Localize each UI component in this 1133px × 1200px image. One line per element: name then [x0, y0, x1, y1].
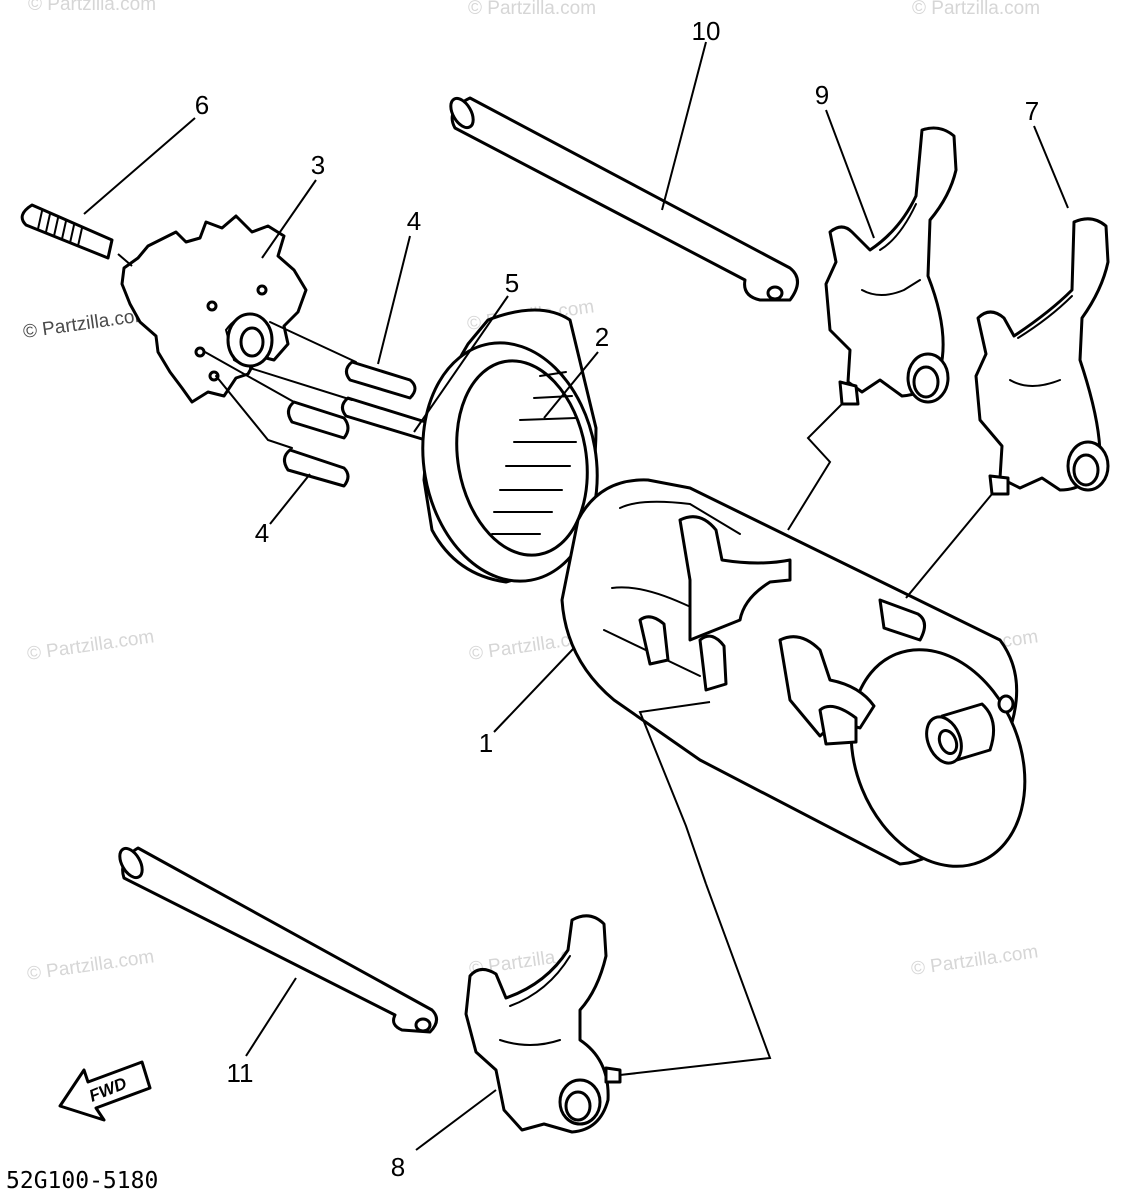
guide-bar-upper[interactable]: [446, 95, 799, 302]
callout-labels: 6 3 4 5 2 4 10 9 7 1 11 8: [195, 16, 1039, 1182]
callout-6: 6: [195, 90, 209, 120]
shift-fork-9[interactable]: [824, 126, 958, 406]
watermark-6: © Partzilla.com: [26, 626, 156, 665]
watermark-3: © Partzilla.com: [912, 0, 1040, 19]
callout-4-lower: 4: [255, 518, 269, 548]
pin-upper[interactable]: [345, 360, 417, 400]
fork-cam-connection-lines: [117, 253, 993, 1076]
fwd-arrow: FWD: [58, 1060, 152, 1122]
callout-10: 10: [692, 16, 721, 46]
assembly-lines-pins: [204, 321, 357, 449]
watermark-9: © Partzilla.com: [26, 946, 156, 985]
screw[interactable]: [20, 203, 114, 260]
callout-4-upper: 4: [407, 206, 421, 236]
watermark-2: © Partzilla.com: [468, 0, 596, 19]
watermark-1: © Partzilla.com: [28, 0, 156, 15]
shift-cam[interactable]: [560, 478, 1056, 893]
bearing[interactable]: [404, 308, 615, 595]
callout-3: 3: [311, 150, 325, 180]
shift-segment[interactable]: [120, 214, 308, 404]
shift-fork-8[interactable]: [464, 914, 622, 1134]
callout-leaders: [83, 41, 1069, 1151]
callout-9: 9: [815, 80, 829, 110]
callout-11: 11: [227, 1058, 254, 1088]
callout-5: 5: [505, 268, 519, 298]
diagram-code: 52G100-5180: [6, 1168, 158, 1194]
guide-bar-lower[interactable]: [115, 845, 438, 1034]
callout-2: 2: [595, 322, 609, 352]
callout-1: 1: [479, 728, 493, 758]
shift-fork-7[interactable]: [974, 217, 1110, 496]
callout-7: 7: [1025, 96, 1039, 126]
pin-middle[interactable]: [287, 400, 350, 440]
watermark-11: © Partzilla.com: [910, 941, 1040, 980]
pin-lower[interactable]: [283, 448, 350, 488]
callout-8: 8: [391, 1152, 405, 1182]
